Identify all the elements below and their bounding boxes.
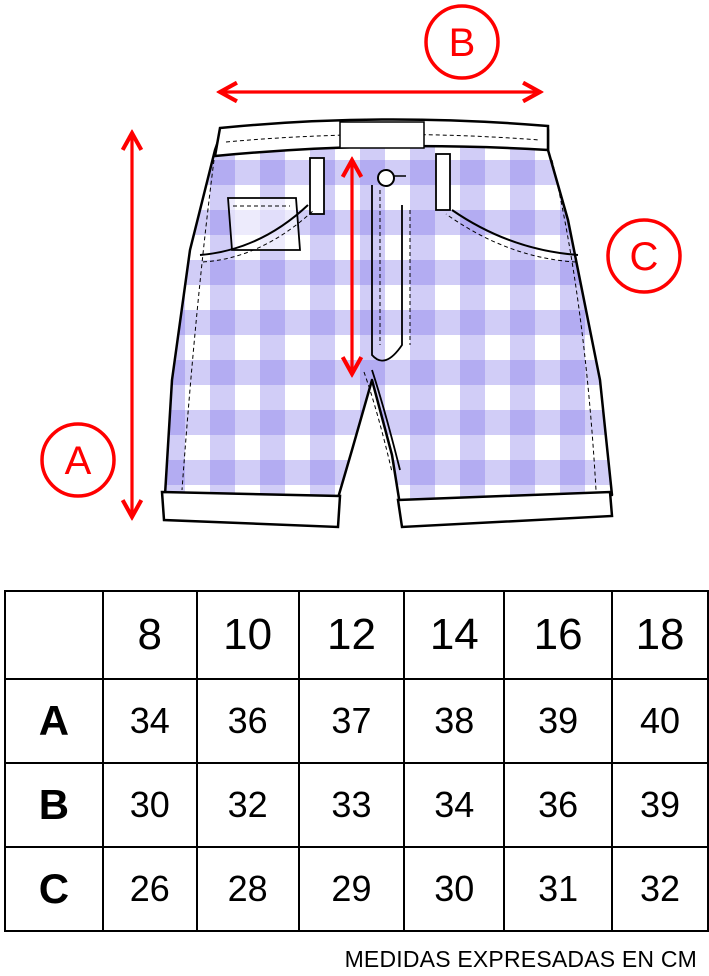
row-label-cell: C <box>4 846 104 932</box>
table-corner-cell <box>4 590 104 680</box>
value-cell: 30 <box>101 762 198 848</box>
value-cell: 34 <box>101 678 198 764</box>
value-cell: 36 <box>195 678 300 764</box>
label-b: B <box>449 21 476 65</box>
size-header-cell: 8 <box>101 590 198 680</box>
table-row: B 30 32 33 34 36 39 <box>4 762 709 848</box>
label-c: C <box>630 235 659 279</box>
value-cell: 40 <box>611 678 709 764</box>
size-header-cell: 12 <box>297 590 406 680</box>
measurement-labels: A B C <box>40 4 682 498</box>
value-cell: 30 <box>403 846 506 932</box>
value-cell: 39 <box>503 678 614 764</box>
value-cell: 32 <box>195 762 300 848</box>
value-cell: 38 <box>403 678 506 764</box>
value-cell: 26 <box>101 846 198 932</box>
value-cell: 33 <box>297 762 406 848</box>
table-header-row: 8 10 12 14 16 18 <box>4 590 709 680</box>
size-header-cell: 10 <box>195 590 300 680</box>
measurement-units-note: MEDIDAS EXPRESADAS EN CM <box>344 946 697 972</box>
value-cell: 39 <box>611 762 709 848</box>
size-header-cell: 18 <box>611 590 709 680</box>
shorts-illustration <box>160 118 614 529</box>
size-header-cell: 16 <box>503 590 614 680</box>
row-label-cell: B <box>4 762 104 848</box>
size-chart-table: 8 10 12 14 16 18 A 34 36 37 38 39 40 B 3… <box>4 590 709 932</box>
label-a: A <box>65 439 92 483</box>
row-label-cell: A <box>4 678 104 764</box>
table-row: C 26 28 29 30 31 32 <box>4 846 709 932</box>
value-cell: 37 <box>297 678 406 764</box>
table-row: A 34 36 37 38 39 40 <box>4 678 709 764</box>
value-cell: 29 <box>297 846 406 932</box>
size-header-cell: 14 <box>403 590 506 680</box>
value-cell: 36 <box>503 762 614 848</box>
value-cell: 34 <box>403 762 506 848</box>
value-cell: 28 <box>195 846 300 932</box>
value-cell: 31 <box>503 846 614 932</box>
shorts-measurement-diagram: A B C <box>40 4 682 529</box>
value-cell: 32 <box>611 846 709 932</box>
measurement-arrows <box>132 92 538 515</box>
